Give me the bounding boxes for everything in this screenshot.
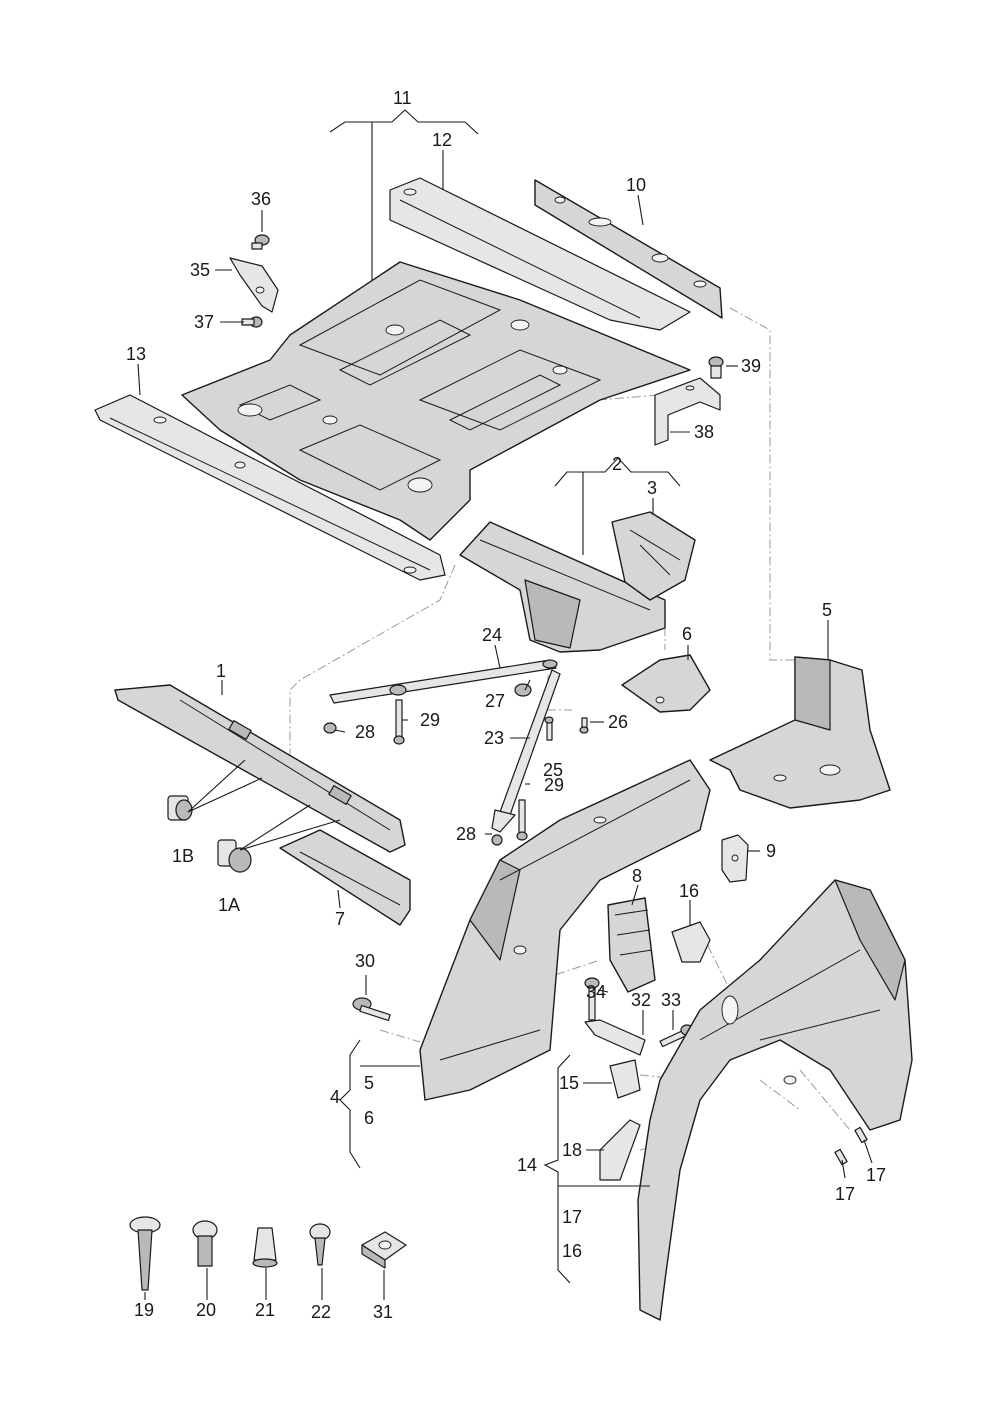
side-member-strip [94, 394, 446, 581]
bolt-25 [544, 716, 554, 741]
label-20: 20 [196, 1300, 216, 1320]
plug-1B [167, 795, 193, 821]
label-18: 18 [562, 1140, 582, 1160]
label-36: 36 [251, 189, 271, 209]
bolt-28-upper [323, 722, 337, 734]
bolt-30 [352, 997, 391, 1022]
label-24: 24 [482, 625, 502, 645]
label-9: 9 [766, 841, 776, 861]
label-37: 37 [194, 312, 214, 332]
label-4: 4 [330, 1087, 340, 1107]
label-6-lower: 6 [364, 1108, 374, 1128]
label-29-lower: 29 [544, 775, 564, 795]
label-12: 12 [432, 130, 452, 150]
label-17-brace: 17 [562, 1207, 582, 1227]
label-5-lower: 5 [364, 1073, 374, 1093]
label-33: 33 [661, 990, 681, 1010]
label-1B: 1B [172, 846, 194, 866]
bracket-35 [229, 257, 279, 313]
label-25: 25 [543, 760, 563, 780]
label-22: 22 [311, 1302, 331, 1322]
label-32: 32 [631, 990, 651, 1010]
longitudinal-member-4 [419, 759, 711, 1101]
label-16-upper: 16 [679, 881, 699, 901]
label-14: 14 [517, 1155, 537, 1175]
label-1: 1 [216, 661, 226, 681]
label-10: 10 [626, 175, 646, 195]
label-30: 30 [355, 951, 375, 971]
label-28-upper: 28 [355, 722, 375, 742]
label-17-left: 17 [835, 1184, 855, 1204]
label-35: 35 [190, 260, 210, 280]
clip-19 [129, 1216, 161, 1291]
label-8: 8 [632, 866, 642, 886]
label-2: 2 [612, 454, 622, 474]
label-23: 23 [484, 728, 504, 748]
grille-8 [607, 897, 656, 993]
label-3: 3 [647, 478, 657, 498]
label-11: 11 [393, 88, 412, 108]
label-31: 31 [373, 1302, 393, 1322]
label-13: 13 [126, 344, 146, 364]
screw-17-b [854, 1126, 868, 1144]
label-39: 39 [741, 356, 761, 376]
strut-23 [491, 669, 561, 833]
rear-cross-member [389, 177, 691, 331]
bolt-36 [251, 234, 270, 250]
label-21: 21 [255, 1300, 275, 1320]
nut-27 [514, 683, 532, 697]
cage-nut-31 [361, 1231, 407, 1269]
bracket-6 [621, 654, 711, 713]
label-34: 34 [586, 982, 606, 1002]
bracket-16 [671, 921, 711, 963]
reinforcement-3 [611, 511, 696, 601]
bolt-28-lower [491, 834, 503, 846]
label-38: 38 [694, 422, 714, 442]
label-27: 27 [485, 691, 505, 711]
rear-longitudinal-5 [709, 656, 891, 809]
label-15: 15 [559, 1073, 579, 1093]
clip-21 [252, 1227, 278, 1268]
rear-panel [534, 179, 723, 319]
bolt-29-upper [393, 699, 405, 745]
strut-24 [329, 659, 558, 704]
bolt-26 [579, 717, 589, 734]
bolt-37 [241, 316, 263, 328]
label-26: 26 [608, 712, 628, 732]
bracket-9 [721, 834, 749, 883]
rear-floor-pan [181, 261, 691, 541]
callout-labels: 11 12 10 36 35 37 13 39 38 2 3 5 24 6 1 … [126, 88, 886, 1322]
sill-1 [114, 684, 406, 853]
screw-22 [309, 1223, 331, 1266]
bracket-15 [609, 1059, 641, 1099]
label-5-upper: 5 [822, 600, 832, 620]
label-29-upper: 29 [420, 710, 440, 730]
label-16-brace: 16 [562, 1241, 582, 1261]
label-19: 19 [134, 1300, 154, 1320]
label-28-lower: 28 [456, 824, 476, 844]
bolt-29-lower [516, 799, 528, 841]
bolt-39 [708, 356, 724, 379]
label-1A: 1A [218, 895, 240, 915]
bracket-18 [599, 1119, 641, 1181]
plug-1A [217, 839, 252, 873]
label-17-right: 17 [866, 1165, 886, 1185]
label-7: 7 [335, 909, 345, 929]
cross-member-2 [459, 521, 666, 653]
label-6-upper: 6 [682, 624, 692, 644]
bolt-34 [584, 977, 600, 1021]
bolt-20 [192, 1220, 218, 1267]
bracket-32 [584, 1019, 646, 1056]
leader-lines [137, 109, 873, 1300]
bracket-38 [654, 377, 721, 446]
wheel-housing-14 [637, 879, 913, 1321]
screw-17-a [834, 1148, 848, 1166]
reinforcement-7 [279, 829, 411, 926]
